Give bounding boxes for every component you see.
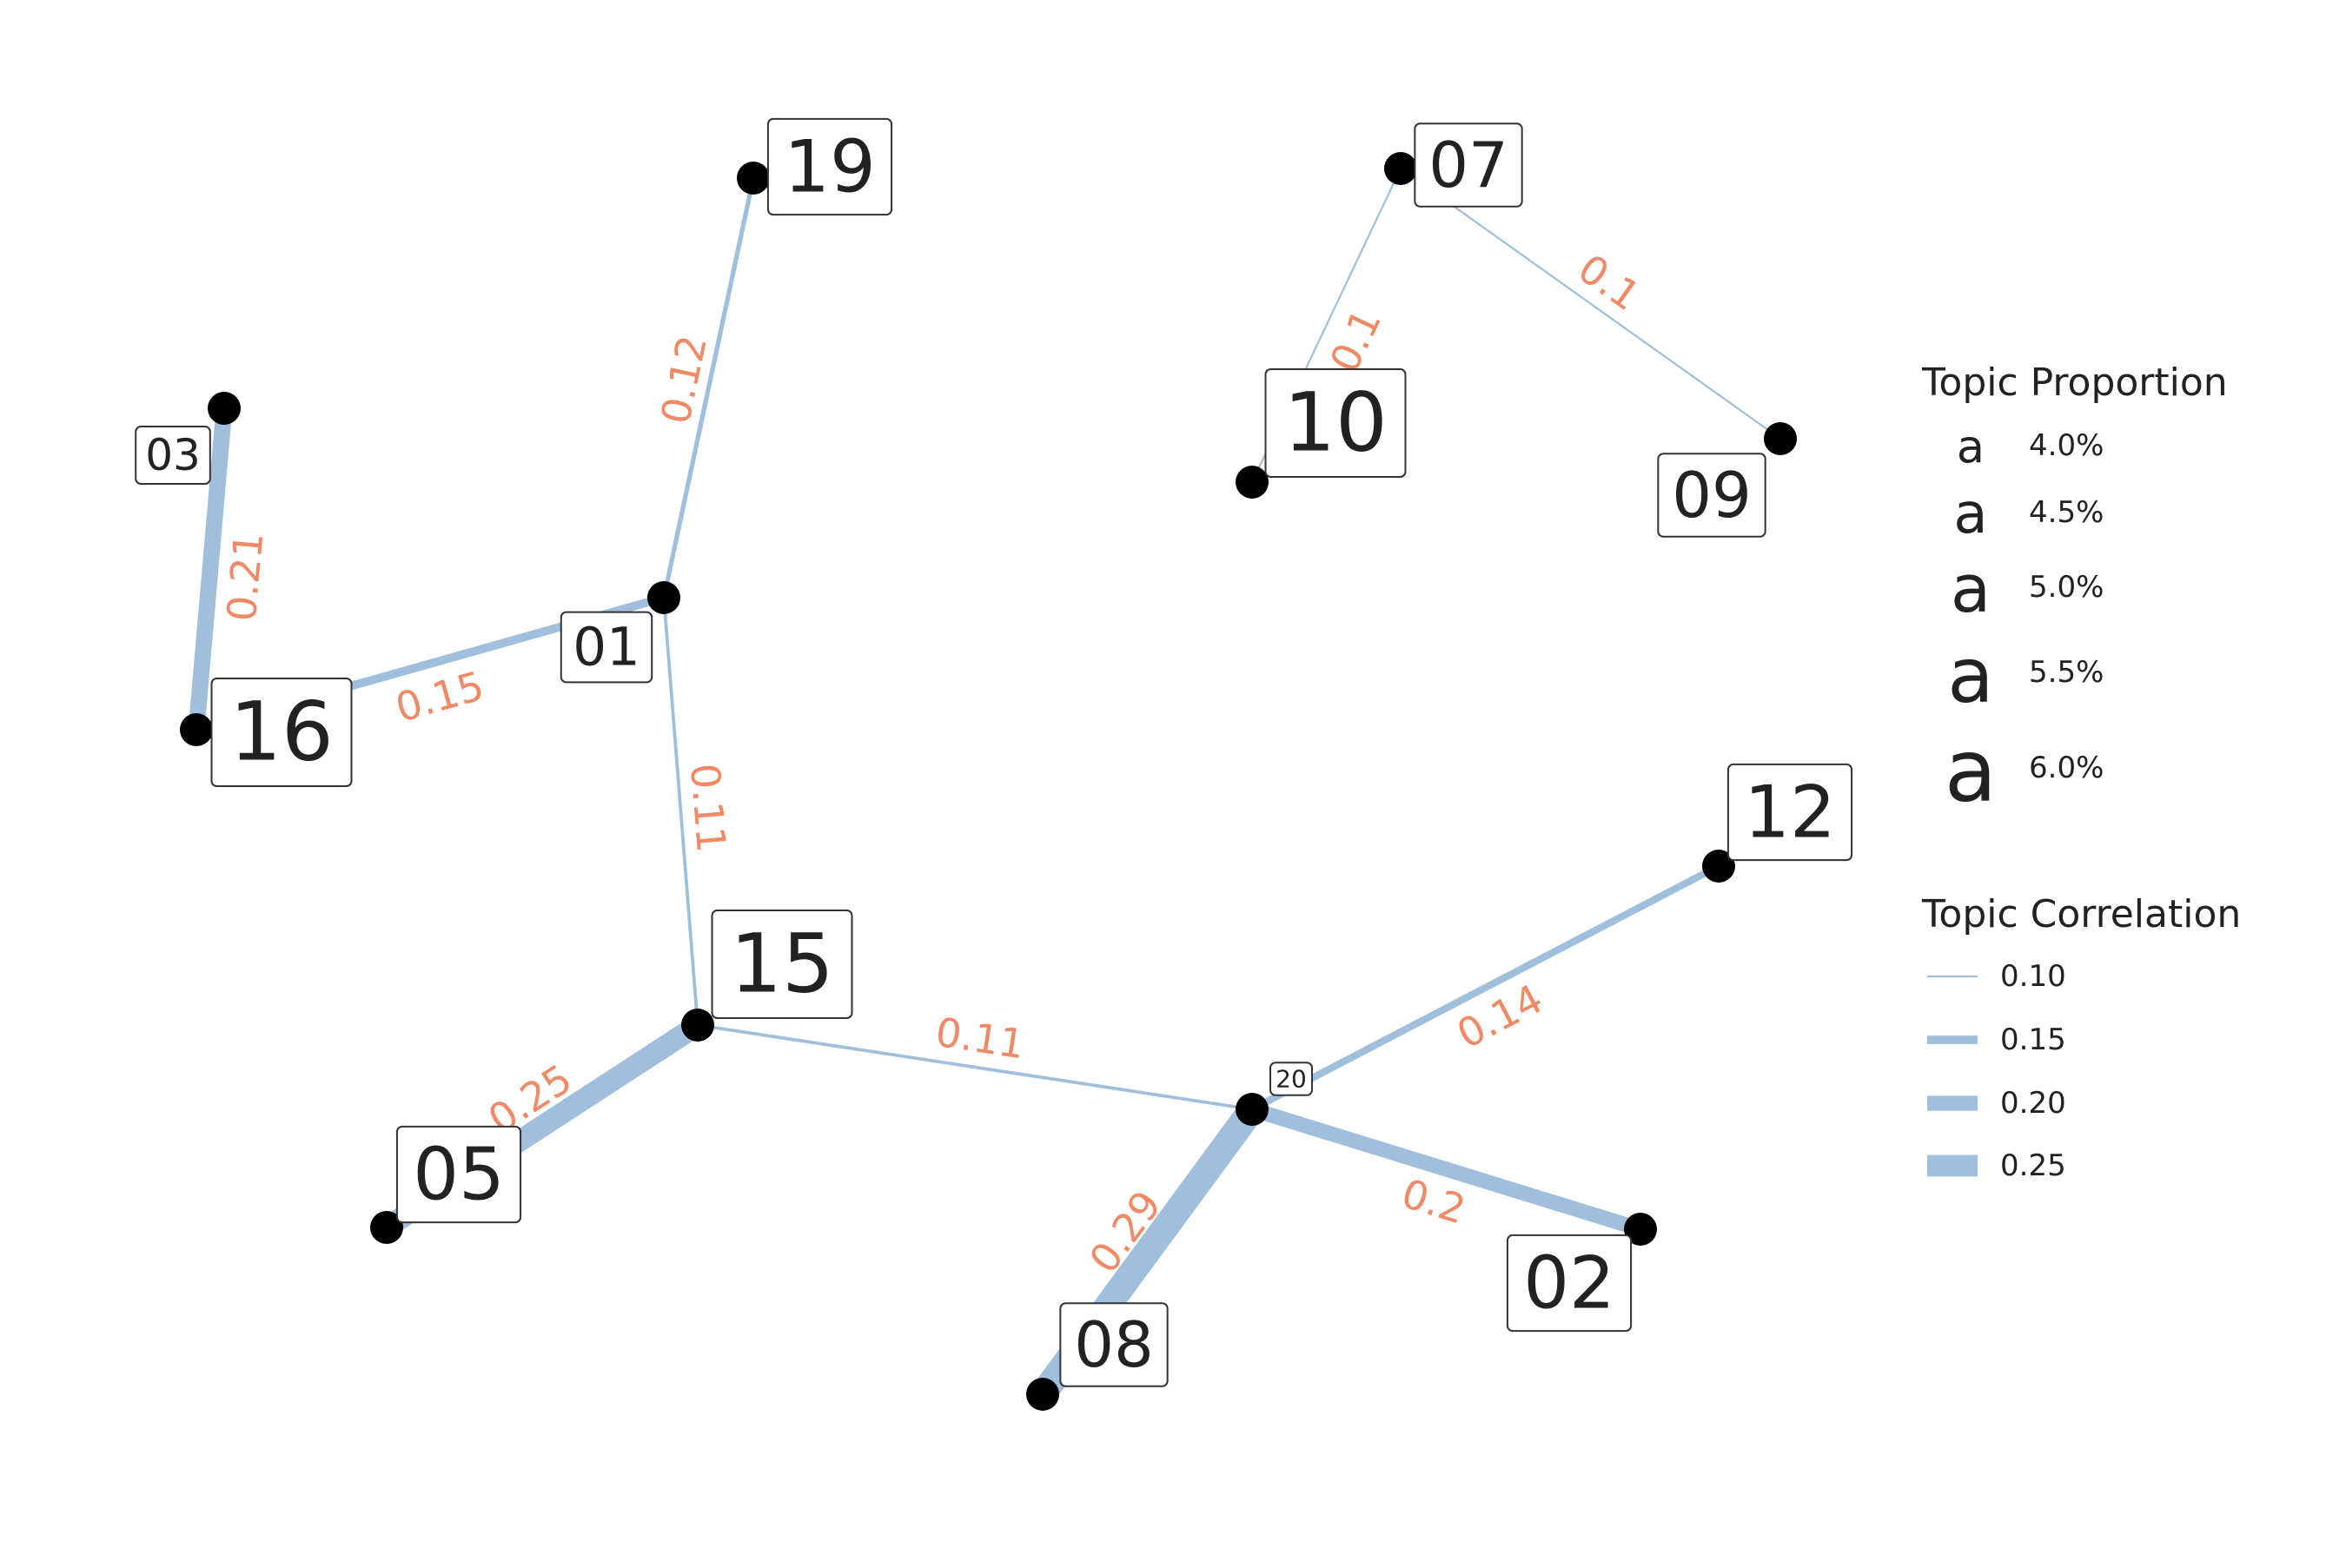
- legend-proportion-glyph: a: [1947, 632, 1993, 720]
- legend-correlation-label: 0.15: [2000, 1022, 2066, 1057]
- node-label-box-05: [395, 1125, 522, 1224]
- legend-proportion-label: 5.0%: [2029, 570, 2104, 605]
- node-label-box-07: [1414, 122, 1523, 208]
- node-02: [1624, 1213, 1657, 1246]
- legend-proportion-items: a 4.0% a 4.5% a 5.0% a 5.5% a 6.0%: [1945, 421, 2104, 822]
- legend-proportion-glyph: a: [1953, 482, 1987, 546]
- legend-proportion-item: a 6.0%: [1945, 722, 2104, 822]
- node-label-box-12: [1726, 763, 1853, 862]
- node-label-box-10: [1264, 367, 1407, 479]
- edge-15-20: [697, 1023, 1253, 1111]
- node-12: [1702, 850, 1735, 883]
- legend-proportion-item: a 4.5%: [1953, 482, 2104, 546]
- legend-proportion-glyph: a: [1957, 421, 1985, 474]
- node-label-08: 08: [1059, 1302, 1169, 1387]
- node-label-text-01: 01: [573, 617, 640, 678]
- node-label-15: 15: [711, 909, 853, 1020]
- legend-correlation-label: 0.25: [2000, 1148, 2066, 1183]
- node-label-text-16: 16: [229, 685, 334, 780]
- node-label-12: 12: [1726, 763, 1853, 862]
- legend-correlation-items: 0.10 0.15 0.20 0.25: [1927, 959, 2066, 1183]
- node-label-box-20: [1269, 1062, 1313, 1096]
- node-label-16: 16: [210, 677, 353, 788]
- node-05: [370, 1211, 403, 1244]
- legend-proportion-item: a 4.0%: [1957, 421, 2104, 474]
- legend-proportion-item: a 5.0%: [1951, 551, 2104, 627]
- node-label-text-10: 10: [1283, 376, 1388, 471]
- legend-correlation-label: 0.10: [2000, 959, 2066, 994]
- node-label-box-02: [1506, 1234, 1633, 1333]
- edge-label-15-20: 0.11: [932, 1009, 1027, 1068]
- node-labels-layer: 01 02 03 05 07 08 09 10 12 15 16 19 20: [135, 117, 1853, 1387]
- node-07: [1384, 152, 1417, 185]
- node-20: [1236, 1093, 1269, 1126]
- edge-label-03-16: 0.21: [218, 531, 273, 624]
- node-03: [208, 392, 241, 425]
- node-label-09: 09: [1657, 453, 1766, 538]
- node-label-10: 10: [1264, 367, 1407, 479]
- legend-correlation-item: 0.25: [1927, 1148, 2066, 1183]
- node-label-box-01: [560, 611, 653, 684]
- edge-label-01-15: 0.11: [681, 762, 735, 854]
- node-label-text-15: 15: [730, 917, 834, 1012]
- node-label-box-09: [1657, 453, 1766, 538]
- legend-proportion-glyph: a: [1951, 551, 1991, 627]
- node-09: [1764, 422, 1797, 455]
- node-label-box-15: [711, 909, 853, 1020]
- edge-label-19-01: 0.12: [652, 331, 716, 427]
- node-label-text-05: 05: [413, 1133, 505, 1217]
- legend-proportion-glyph: a: [1945, 722, 1997, 822]
- node-label-20: 20: [1269, 1062, 1313, 1096]
- legend-correlation-item: 0.15: [1927, 1022, 2066, 1057]
- legend-proportion-label: 6.0%: [2029, 751, 2104, 785]
- node-label-box-16: [210, 677, 353, 788]
- legend-proportion-label: 4.5%: [2029, 495, 2104, 530]
- node-10: [1236, 466, 1269, 499]
- node-label-19: 19: [766, 117, 893, 216]
- edge-label-07-09: 0.1: [1570, 245, 1649, 320]
- edge-label-20-12: 0.14: [1449, 975, 1550, 1057]
- legend: Topic Proportion a 4.0% a 4.5% a 5.0% a 5.5% a 6.…: [1921, 361, 2241, 1183]
- node-01: [647, 581, 680, 614]
- node-label-text-09: 09: [1672, 459, 1752, 532]
- node-label-05: 05: [395, 1125, 522, 1224]
- node-label-01: 01: [560, 611, 653, 684]
- legend-correlation-title: Topic Correlation: [1921, 892, 2241, 936]
- legend-correlation-item: 0.20: [1927, 1086, 2066, 1121]
- legend-proportion-item: a 5.5%: [1947, 632, 2104, 720]
- node-16: [180, 713, 213, 746]
- legend-proportion-label: 4.0%: [2029, 428, 2104, 463]
- node-label-box-03: [135, 426, 211, 485]
- node-label-box-08: [1059, 1302, 1169, 1387]
- node-label-box-19: [766, 117, 893, 216]
- node-08: [1026, 1378, 1059, 1411]
- nodes-layer: [180, 152, 1797, 1411]
- edge-20-12: [1250, 863, 1720, 1113]
- node-label-07: 07: [1414, 122, 1523, 208]
- node-19: [737, 162, 770, 195]
- node-label-text-20: 20: [1276, 1065, 1307, 1094]
- edge-20-02: [1249, 1102, 1643, 1237]
- legend-proportion-title: Topic Proportion: [1921, 361, 2228, 405]
- node-label-02: 02: [1506, 1234, 1633, 1333]
- node-15: [681, 1009, 714, 1042]
- legend-correlation-label: 0.20: [2000, 1086, 2066, 1121]
- legend-correlation-item: 0.10: [1927, 959, 2066, 994]
- edge-19-01: [661, 177, 756, 599]
- node-label-text-12: 12: [1744, 771, 1836, 855]
- edge-01-15: [662, 597, 699, 1026]
- node-label-text-02: 02: [1523, 1241, 1615, 1326]
- edge-03-16: [188, 407, 233, 731]
- legend-proportion-label: 5.5%: [2029, 655, 2104, 690]
- node-label-text-07: 07: [1428, 129, 1508, 202]
- node-label-text-08: 08: [1074, 1308, 1154, 1381]
- node-label-03: 03: [135, 426, 211, 485]
- edge-07-09: [1400, 168, 1781, 440]
- node-label-text-03: 03: [145, 430, 201, 480]
- node-label-text-19: 19: [784, 125, 876, 209]
